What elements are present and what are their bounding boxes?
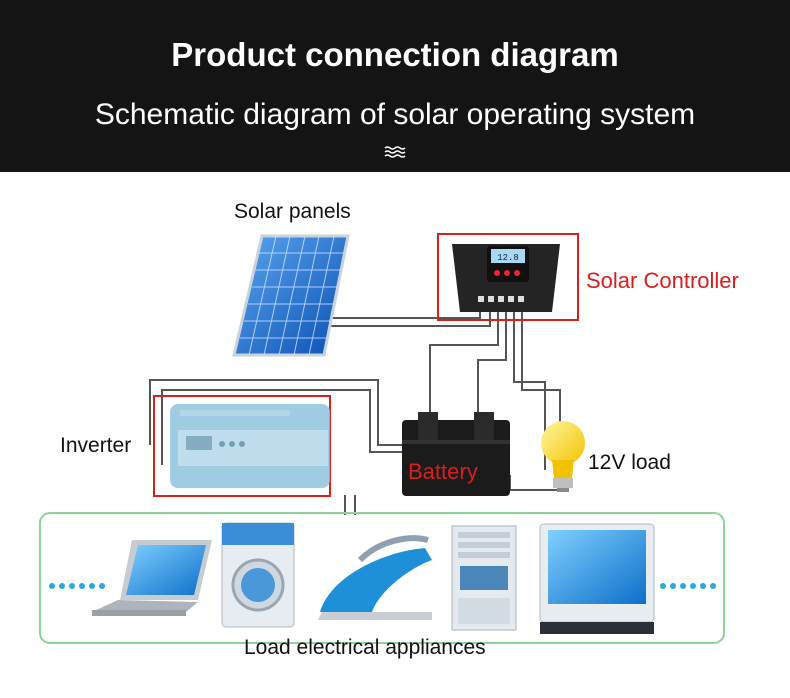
label-solar-panels: Solar panels bbox=[234, 200, 351, 223]
controller-highlight-box bbox=[437, 233, 579, 321]
light-bulb-icon bbox=[541, 421, 585, 492]
controller-display-value: 12.8 bbox=[497, 253, 519, 263]
monitor-icon bbox=[539, 523, 655, 634]
laptop-icon bbox=[92, 540, 212, 616]
label-battery: Battery bbox=[408, 459, 478, 484]
wiring bbox=[149, 300, 561, 515]
washing-machine-icon bbox=[221, 522, 295, 628]
wave-icon bbox=[384, 146, 406, 158]
connection-diagram: 12.8 bbox=[39, 233, 725, 644]
inverter-icon bbox=[170, 404, 330, 488]
label-12v-load: 12V load bbox=[588, 451, 671, 474]
header-banner: Product connection diagram Schematic dia… bbox=[0, 0, 790, 172]
charge-controller-icon bbox=[452, 244, 560, 312]
label-solar-controller: Solar Controller bbox=[586, 268, 739, 293]
left-dots bbox=[49, 583, 105, 589]
appliances-box bbox=[39, 512, 725, 644]
right-dots bbox=[660, 583, 716, 589]
label-appliances: Load electrical appliances bbox=[244, 636, 486, 659]
battery-icon bbox=[402, 412, 510, 496]
page-subtitle: Schematic diagram of solar operating sys… bbox=[94, 98, 696, 131]
label-inverter: Inverter bbox=[60, 434, 132, 457]
solar-panel-icon bbox=[232, 234, 350, 357]
iron-icon bbox=[318, 535, 432, 620]
air-conditioner-icon bbox=[451, 525, 517, 631]
page-title: Product connection diagram bbox=[171, 36, 619, 73]
